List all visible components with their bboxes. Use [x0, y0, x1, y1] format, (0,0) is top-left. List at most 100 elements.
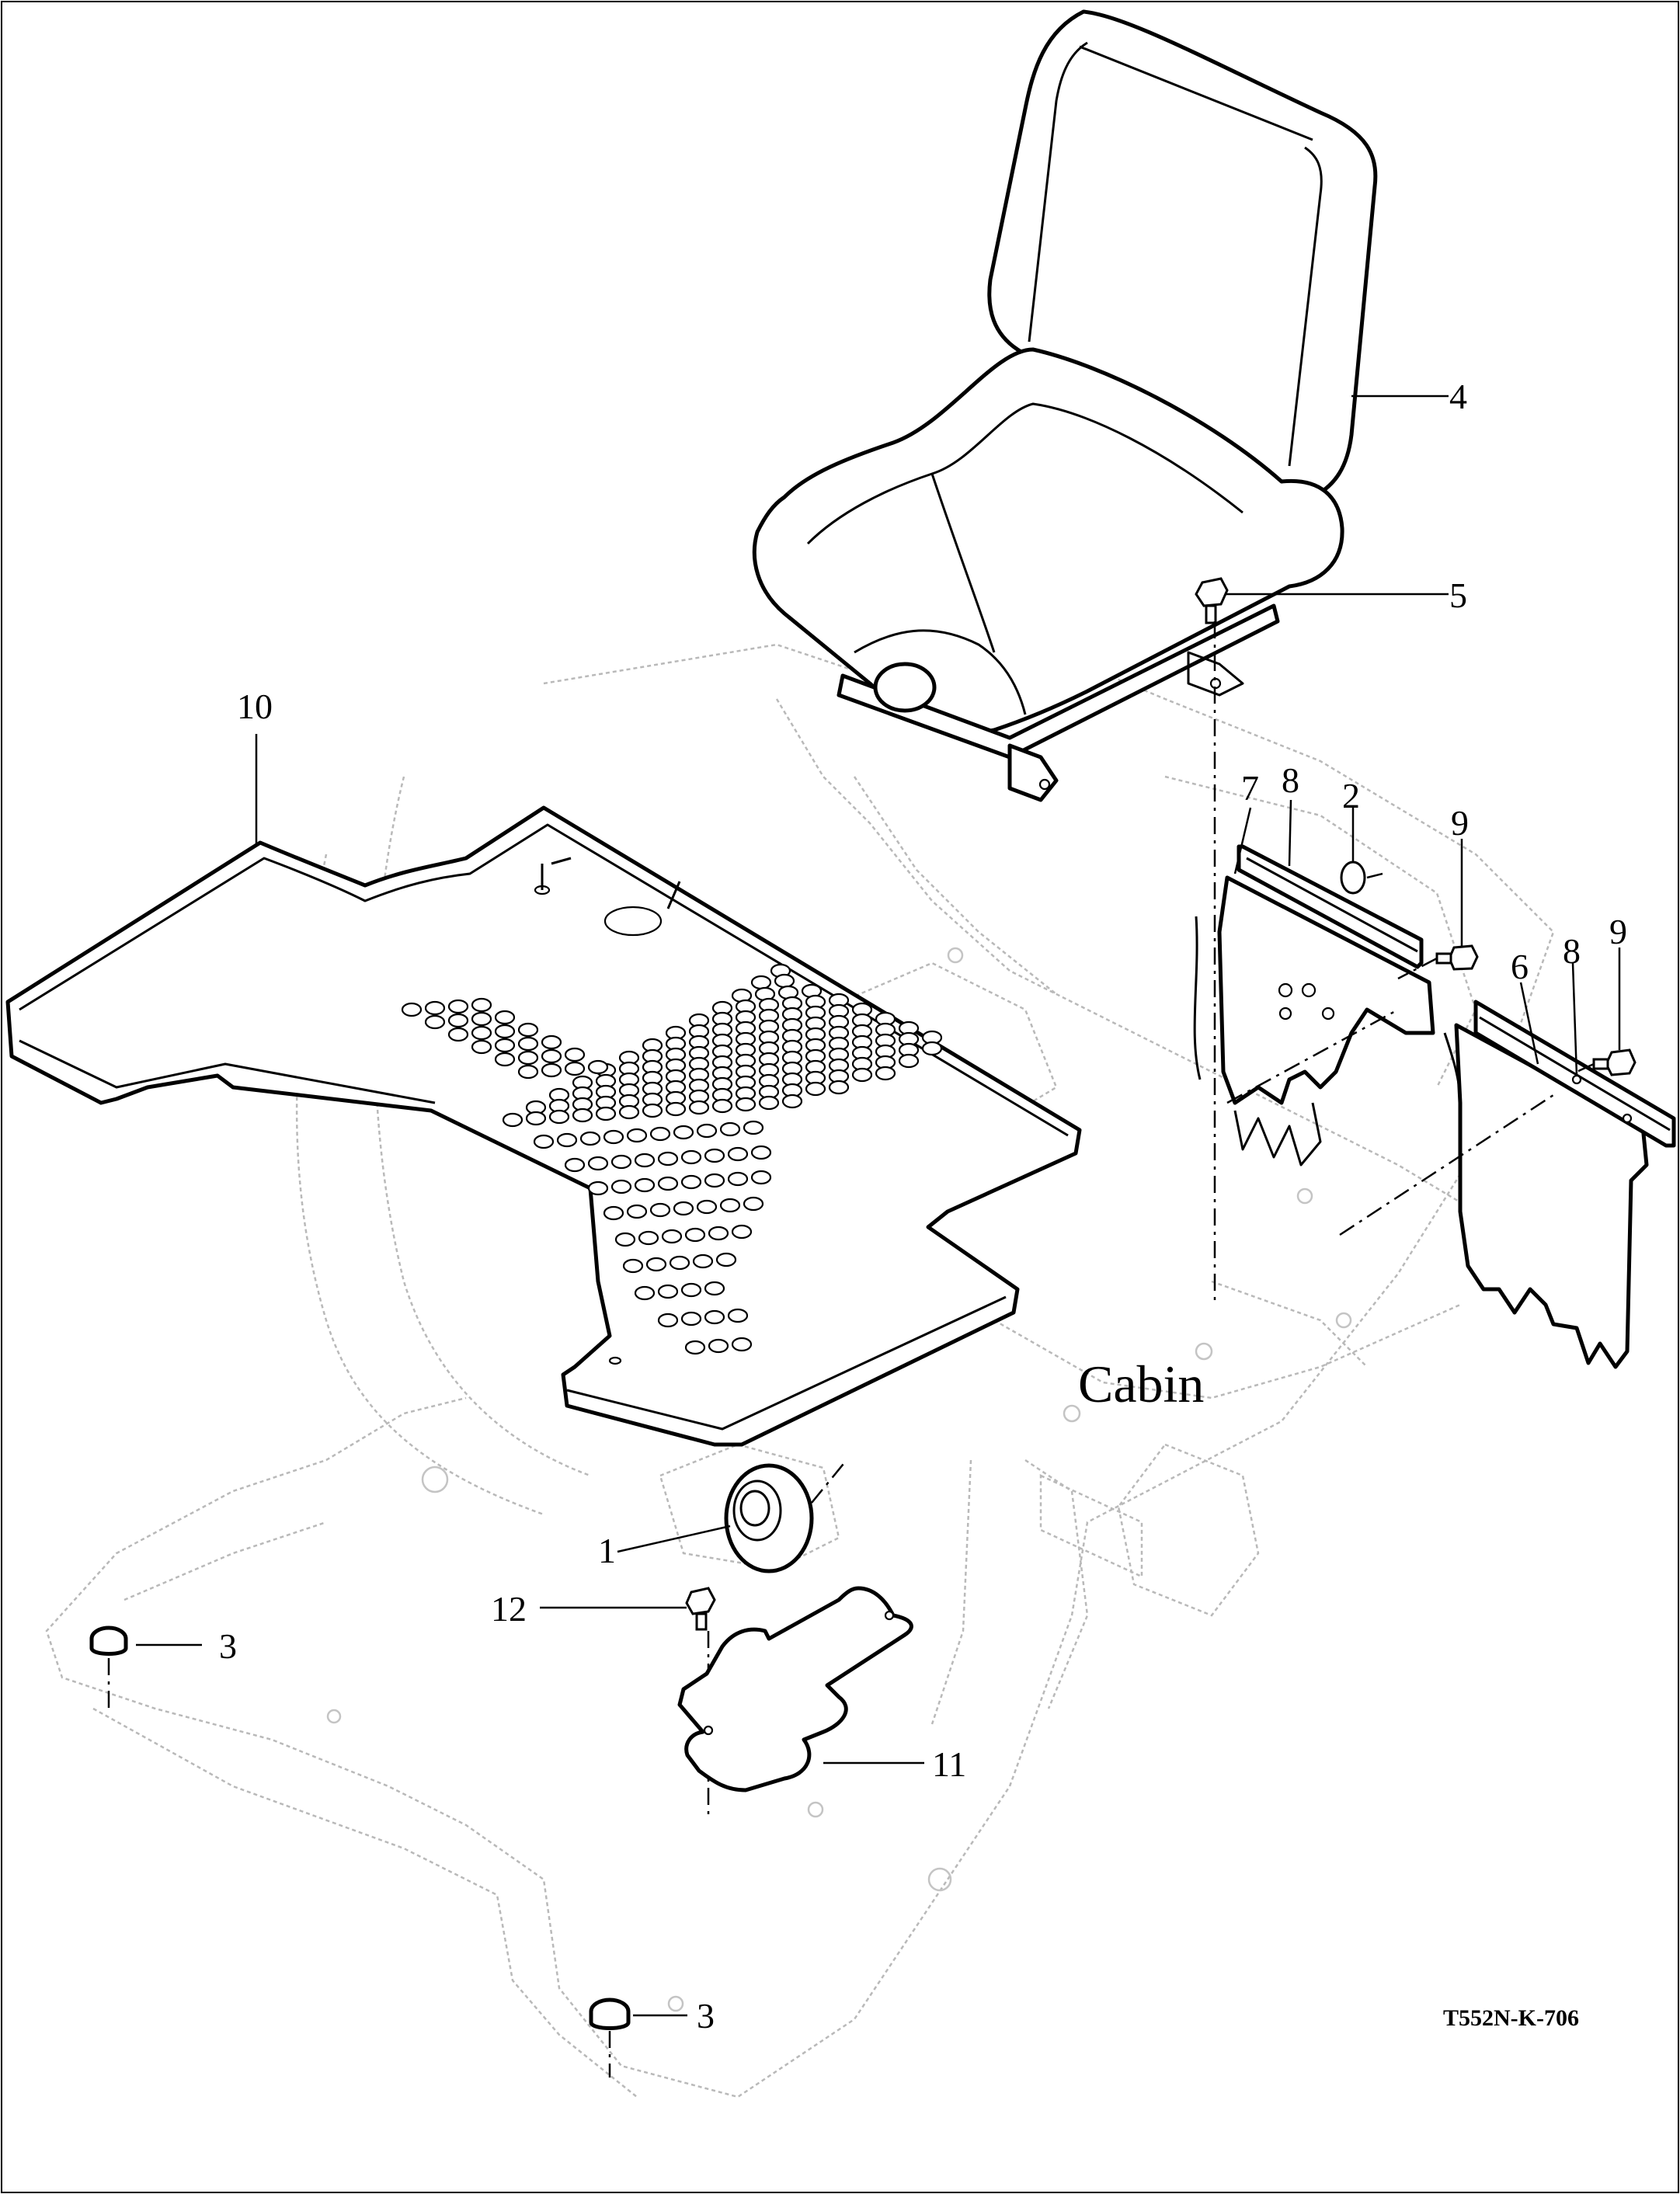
perforation-hole	[541, 1048, 562, 1064]
perforation-hole	[525, 1111, 547, 1126]
perforation-hole	[680, 1282, 702, 1298]
perforation-hole	[634, 1153, 656, 1168]
perforation-hole	[661, 1229, 683, 1244]
area-label-cabin: Cabin	[1078, 1354, 1204, 1413]
perforation-hole	[921, 1041, 943, 1056]
perforation-hole	[447, 1027, 469, 1042]
perforation-hole	[517, 1022, 539, 1038]
perforation-hole	[692, 1253, 714, 1269]
screw-left	[1397, 944, 1479, 980]
perforation-hole	[696, 1123, 718, 1139]
perforation-hole	[618, 1104, 640, 1120]
perforation-hole	[517, 1064, 539, 1080]
operator-seat	[752, 9, 1378, 802]
perforation-hole	[447, 999, 469, 1014]
perforation-hole	[657, 1151, 679, 1167]
perforation-hole	[541, 1062, 562, 1078]
perforation-hole	[743, 1196, 764, 1212]
perforation-hole	[696, 1199, 718, 1215]
label-plug-upper: 3	[219, 1626, 237, 1666]
perforation-hole	[517, 1050, 539, 1066]
mounting-strip-right	[1473, 1000, 1676, 1148]
perforation-hole	[424, 1000, 446, 1016]
floor-mat	[5, 805, 1082, 1447]
perforation-hole	[680, 1311, 702, 1326]
perforation-hole	[494, 1052, 516, 1067]
plug-lower	[589, 1998, 631, 2078]
label-floor-mat: 10	[237, 687, 273, 726]
screw-right	[1576, 1048, 1637, 1076]
drawing-code: T552N-K-706	[1443, 2005, 1579, 2031]
perforation-hole	[727, 1171, 749, 1187]
perforation-hole	[708, 1338, 729, 1354]
perforation-hole	[471, 1011, 492, 1027]
perforation-hole	[708, 1226, 729, 1241]
perforation-hole	[781, 1094, 803, 1109]
perforation-hole	[704, 1309, 725, 1325]
perforation-hole	[471, 997, 492, 1013]
mounting-strip-left	[1237, 844, 1424, 969]
label-strip-right: 8	[1563, 931, 1581, 971]
perforation-hole	[626, 1128, 648, 1143]
label-grommet: 1	[598, 1531, 616, 1570]
label-strip-left: 8	[1282, 760, 1299, 800]
perforation-hole	[669, 1255, 690, 1271]
cover-plate	[677, 1586, 913, 1792]
perforation-hole	[517, 1036, 539, 1052]
perforation-hole	[750, 975, 772, 990]
perforation-hole	[634, 1177, 656, 1193]
perforation-hole	[564, 1061, 586, 1076]
perforation-hole	[471, 1025, 492, 1041]
perforation-hole	[595, 1106, 617, 1121]
perforation-hole	[750, 1145, 772, 1160]
perforation-hole	[494, 1010, 516, 1025]
leader-lines	[136, 395, 1621, 2017]
perforation-hole	[684, 1340, 706, 1355]
perforation-hole	[548, 1109, 570, 1125]
label-cap-small: 2	[1342, 776, 1360, 815]
mat-perforations	[401, 963, 943, 1355]
perforation-hole	[638, 1230, 659, 1246]
perforation-hole	[587, 1156, 609, 1171]
label-screw-left: 9	[1451, 803, 1469, 843]
perforation-hole	[634, 1285, 656, 1301]
perforation-hole	[642, 1103, 663, 1118]
label-plug-lower: 3	[697, 1996, 715, 2036]
perforation-hole	[805, 1081, 826, 1097]
perforation-hole	[564, 1157, 586, 1173]
perforation-hole	[727, 1146, 749, 1162]
perforation-hole	[401, 1002, 423, 1017]
perforation-hole	[645, 1257, 667, 1272]
callout-labels: 4 5 10 7 8 2 9 6 8 9 1 12 3 11 3	[219, 377, 1627, 2036]
label-seat: 4	[1449, 377, 1467, 416]
label-screw-right: 9	[1609, 912, 1627, 951]
perforation-hole	[572, 1107, 593, 1123]
perforation-hole	[424, 1014, 446, 1030]
perforation-hole	[447, 1013, 469, 1028]
perforation-hole	[758, 1095, 780, 1111]
perforation-hole	[541, 1034, 562, 1050]
perforation-hole	[610, 1154, 632, 1170]
perforation-hole	[494, 1038, 516, 1053]
perforation-hole	[750, 1170, 772, 1185]
perforation-hole	[502, 1112, 523, 1128]
perforation-hole	[715, 1252, 737, 1267]
perforation-hole	[603, 1129, 624, 1145]
perforation-hole	[673, 1125, 694, 1140]
plug-upper	[89, 1626, 128, 1712]
perforation-hole	[610, 1179, 632, 1194]
label-cover-plate: 11	[932, 1744, 966, 1784]
perforation-hole	[731, 1337, 753, 1352]
perforation-hole	[719, 1121, 741, 1137]
perforation-hole	[626, 1204, 648, 1219]
perforation-hole	[603, 1205, 624, 1221]
perforation-hole	[898, 1053, 920, 1069]
perforation-hole	[579, 1131, 601, 1146]
perforation-hole	[688, 1100, 710, 1115]
perforation-hole	[649, 1126, 671, 1142]
perforation-hole	[731, 1224, 753, 1240]
perforation-hole	[673, 1201, 694, 1216]
perforation-hole	[533, 1134, 555, 1149]
perforation-hole	[657, 1176, 679, 1191]
